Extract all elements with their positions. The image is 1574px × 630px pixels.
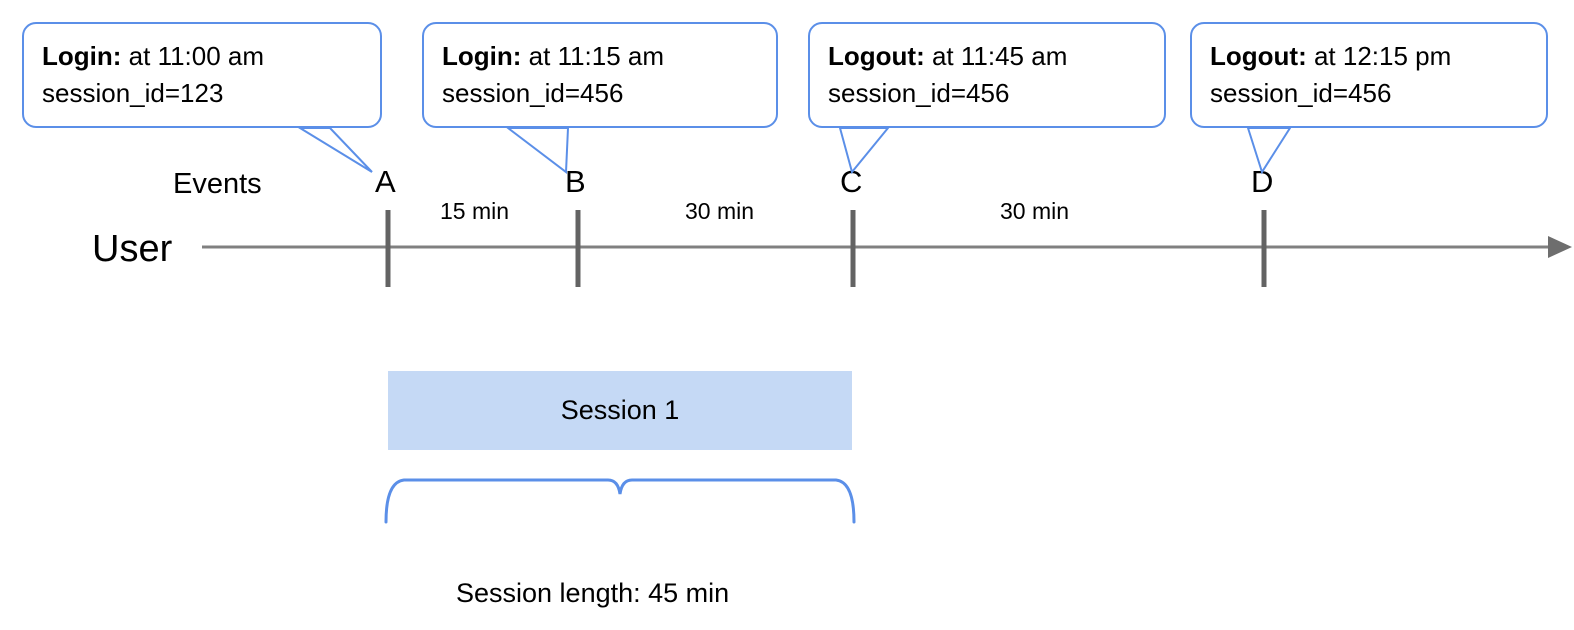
event-callout-a: Login: at 11:00 am session_id=123 [22, 22, 382, 128]
interval-label-b-c: 30 min [685, 198, 755, 224]
session-bar: Session 1 [388, 371, 852, 450]
callout-event-time: at 11:15 am [528, 41, 665, 71]
tick-label-d: D [1251, 164, 1274, 199]
event-callout-d: Logout: at 12:15 pm session_id=456 [1190, 22, 1548, 128]
callout-tail-b [505, 127, 570, 174]
session-length-label: Session length: 45 min [456, 578, 730, 608]
callout-line-title: Login: at 11:15 am [442, 38, 758, 75]
callout-session-id: session_id=456 [828, 77, 1010, 108]
tick-label-a: A [375, 164, 396, 199]
events-row-label: Events [173, 168, 262, 200]
timeline-arrow-icon [1548, 236, 1572, 258]
callout-event-type: Login: [442, 41, 522, 71]
tick-label-c: C [840, 164, 863, 199]
callout-line-title: Login: at 11:00 am [42, 38, 362, 75]
tick-label-b: B [565, 164, 586, 199]
callout-tail-a [296, 127, 373, 173]
user-row-label: User [92, 228, 173, 270]
callout-event-time: at 11:45 am [931, 41, 1068, 71]
callout-session-id: session_id=456 [442, 77, 624, 108]
session-bar-label: Session 1 [560, 395, 680, 425]
callout-event-type: Login: [42, 41, 122, 71]
callout-session-id: session_id=456 [1210, 77, 1392, 108]
callout-line-title: Logout: at 12:15 pm [1210, 38, 1528, 75]
interval-label-a-b: 15 min [440, 198, 510, 224]
session-brace [384, 478, 856, 524]
callout-session-id: session_id=123 [42, 77, 224, 108]
callout-event-time: at 11:00 am [128, 41, 265, 71]
event-callout-b: Login: at 11:15 am session_id=456 [422, 22, 778, 128]
callout-line-title: Logout: at 11:45 am [828, 38, 1146, 75]
callout-event-type: Logout: [828, 41, 925, 71]
interval-label-c-d: 30 min [1000, 198, 1070, 224]
callout-event-type: Logout: [1210, 41, 1307, 71]
callout-event-time: at 12:15 pm [1313, 41, 1452, 71]
event-callout-c: Logout: at 11:45 am session_id=456 [808, 22, 1166, 128]
